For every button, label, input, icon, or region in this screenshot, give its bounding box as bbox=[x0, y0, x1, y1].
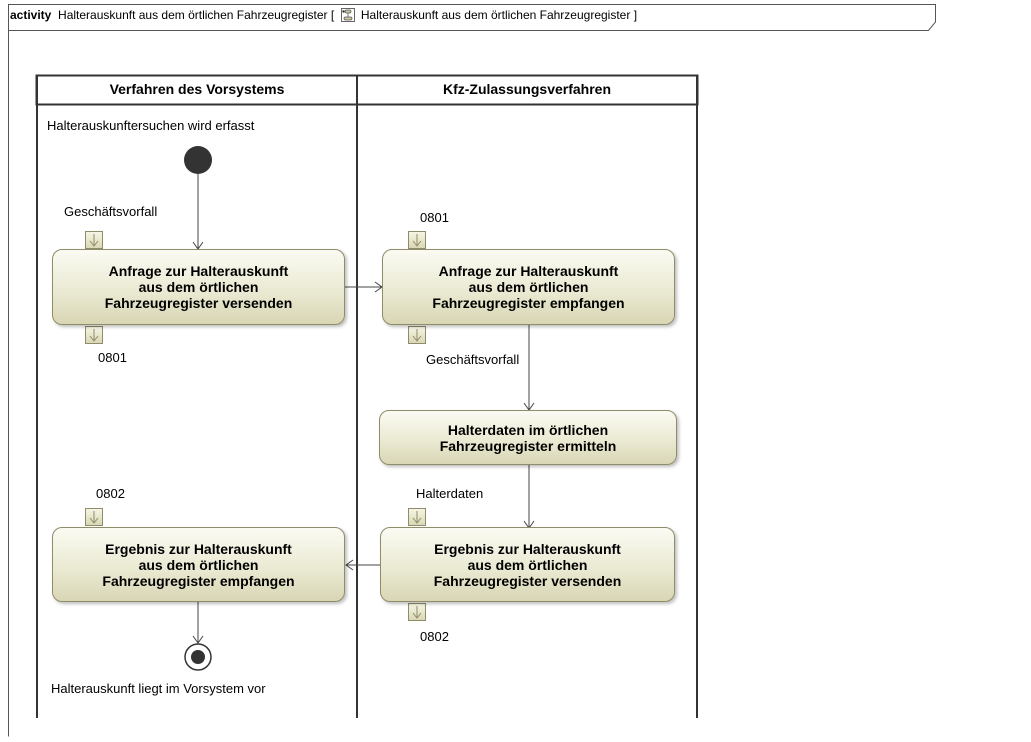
flow-receive-result-to-final bbox=[192, 601, 204, 644]
frame-bracket-close: ] bbox=[633, 8, 638, 22]
final-node-label: Halterauskunft liegt im Vorsystem vor bbox=[51, 681, 266, 696]
lane-header-kfz[interactable]: Kfz-Zulassungsverfahren bbox=[442, 81, 612, 97]
frame-name: Halterauskunft aus dem örtlichen Fahrzeu… bbox=[58, 8, 328, 22]
action-receive-result[interactable]: Ergebnis zur Halterauskunft aus dem örtl… bbox=[52, 527, 345, 602]
flow-send-to-receive bbox=[345, 281, 383, 293]
pin-label-send-result-in: Halterdaten bbox=[416, 486, 484, 501]
frame-bracket-open: [ bbox=[330, 8, 335, 22]
action-send-result-label: Ergebnis zur Halterauskunft aus dem örtl… bbox=[433, 540, 622, 589]
pin-label-receive-result-in: 0802 bbox=[96, 486, 125, 501]
action-send-result[interactable]: Ergebnis zur Halterauskunft aus dem örtl… bbox=[380, 527, 675, 602]
action-receive-result-label: Ergebnis zur Halterauskunft aus dem örtl… bbox=[102, 540, 295, 589]
pin-label-send-result-out: 0802 bbox=[420, 629, 449, 644]
action-receive-request[interactable]: Anfrage zur Halterauskunft aus dem örtli… bbox=[382, 249, 675, 325]
lane-header-vorsystem[interactable]: Verfahren des Vorsystems bbox=[109, 81, 285, 97]
final-node-inner bbox=[191, 650, 205, 664]
flow-receive-to-determine bbox=[523, 324, 535, 411]
frame-diagram-name: Halterauskunft aus dem örtlichen Fahrzeu… bbox=[360, 8, 631, 22]
frame-keyword: activity bbox=[10, 8, 52, 22]
action-send-request-label: Anfrage zur Halterauskunft aus dem örtli… bbox=[104, 263, 293, 311]
flow-determine-to-send-result bbox=[523, 465, 535, 529]
flow-send-result-to-receive-result bbox=[345, 559, 380, 571]
pin-arrows bbox=[89, 234, 422, 619]
pin-label-receive-request-in: 0801 bbox=[420, 210, 449, 225]
action-determine-owner-data[interactable]: Halterdaten im örtlichen Fahrzeugregiste… bbox=[379, 410, 677, 465]
action-determine-owner-data-label: Halterdaten im örtlichen Fahrzeugregiste… bbox=[439, 421, 617, 454]
action-receive-request-label: Anfrage zur Halterauskunft aus dem örtli… bbox=[432, 263, 625, 311]
pin-label-send-request-in: Geschäftsvorfall bbox=[64, 204, 158, 219]
flow-initial-to-send bbox=[192, 174, 204, 250]
initial-node bbox=[184, 146, 212, 174]
frame-title: activity Halterauskunft aus dem örtliche… bbox=[10, 8, 637, 22]
initial-node-label: Halterauskunftersuchen wird erfasst bbox=[47, 118, 255, 133]
action-send-request[interactable]: Anfrage zur Halterauskunft aus dem örtli… bbox=[52, 249, 345, 325]
pin-label-receive-request-out: Geschäftsvorfall bbox=[426, 352, 520, 367]
activity-diagram-icon bbox=[340, 8, 355, 22]
frame-border bbox=[8, 4, 936, 737]
pin-label-send-request-out: 0801 bbox=[98, 350, 127, 365]
